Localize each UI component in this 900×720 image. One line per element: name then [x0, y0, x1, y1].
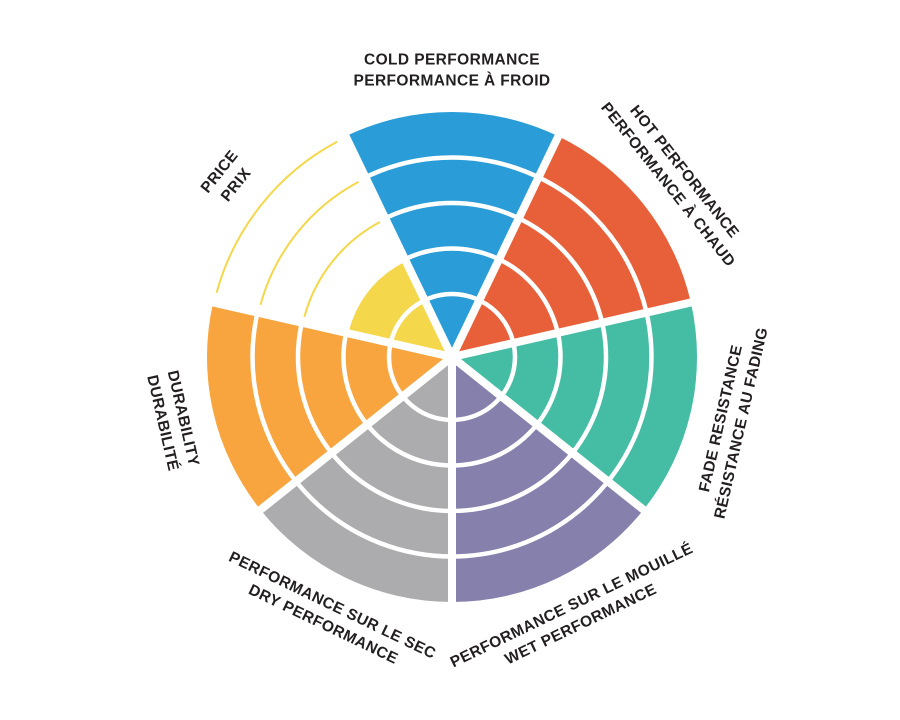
- label-cold-performance-outer: COLD PERFORMANCE: [364, 52, 540, 69]
- sector-price-ring-outline: [303, 221, 381, 318]
- sector-cold-performance: [345, 112, 559, 357]
- sector-divider: [449, 353, 649, 515]
- sector-divider: [340, 131, 456, 359]
- sector-price-ring-outline: [259, 181, 359, 306]
- label-cold-performance-inner: PERFORMANCE À FROID: [353, 73, 550, 90]
- sector-divider: [209, 297, 453, 361]
- sector-hot-performance: [452, 136, 691, 357]
- sector-price-ring-outline: [215, 140, 338, 294]
- sector-divider: [448, 131, 564, 359]
- sector-divider: [255, 353, 455, 515]
- sector-divider: [451, 297, 695, 361]
